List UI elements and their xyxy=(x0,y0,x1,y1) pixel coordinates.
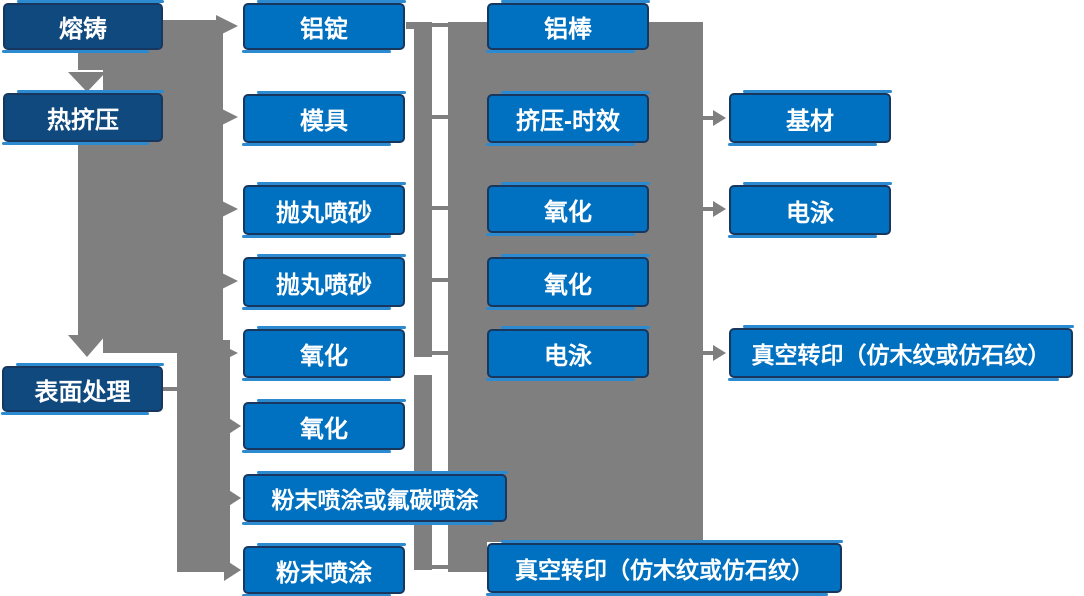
arrow-down-to-surface-treatment xyxy=(68,335,106,357)
node-melting-casting: 熔铸 xyxy=(2,0,164,53)
node-aluminum-ingot: 铝锭 xyxy=(242,0,406,53)
connector-main-bus xyxy=(68,20,223,357)
node-hot-extrusion: 热挤压 xyxy=(2,90,164,145)
node-powder-or-fluorocarbon-coating: 粉末喷涂或氟碳喷涂 xyxy=(242,471,508,525)
node-surface-treatment: 表面处理 xyxy=(1,363,164,415)
node-mold: 模具 xyxy=(242,91,406,146)
arrows-to-output xyxy=(703,110,726,361)
node-electrophoresis-2: 电泳 xyxy=(728,182,892,238)
node-powder-coating: 粉末喷涂 xyxy=(242,543,406,596)
node-extrusion-aging: 挤压-时效 xyxy=(486,91,650,146)
arrows-to-preprocess xyxy=(216,15,241,581)
node-oxidation-4: 氧化 xyxy=(486,254,650,310)
node-aluminum-rod: 铝棒 xyxy=(486,0,650,53)
node-substrate: 基材 xyxy=(728,90,892,146)
node-vacuum-transfer-2: 真空转印（仿木纹或仿石纹） xyxy=(728,325,1074,381)
node-shot-blasting-1: 抛丸喷砂 xyxy=(242,182,406,238)
node-oxidation-1: 氧化 xyxy=(242,326,406,381)
node-oxidation-2: 氧化 xyxy=(242,399,406,453)
node-oxidation-3: 氧化 xyxy=(486,182,650,236)
arrow-down-to-hot-extrusion xyxy=(68,72,106,92)
connector-surface-bus xyxy=(163,340,230,572)
node-shot-blasting-2: 抛丸喷砂 xyxy=(242,254,406,310)
node-vacuum-transfer-1: 真空转印（仿木纹或仿石纹） xyxy=(486,540,843,596)
node-electrophoresis-1: 电泳 xyxy=(486,326,650,381)
